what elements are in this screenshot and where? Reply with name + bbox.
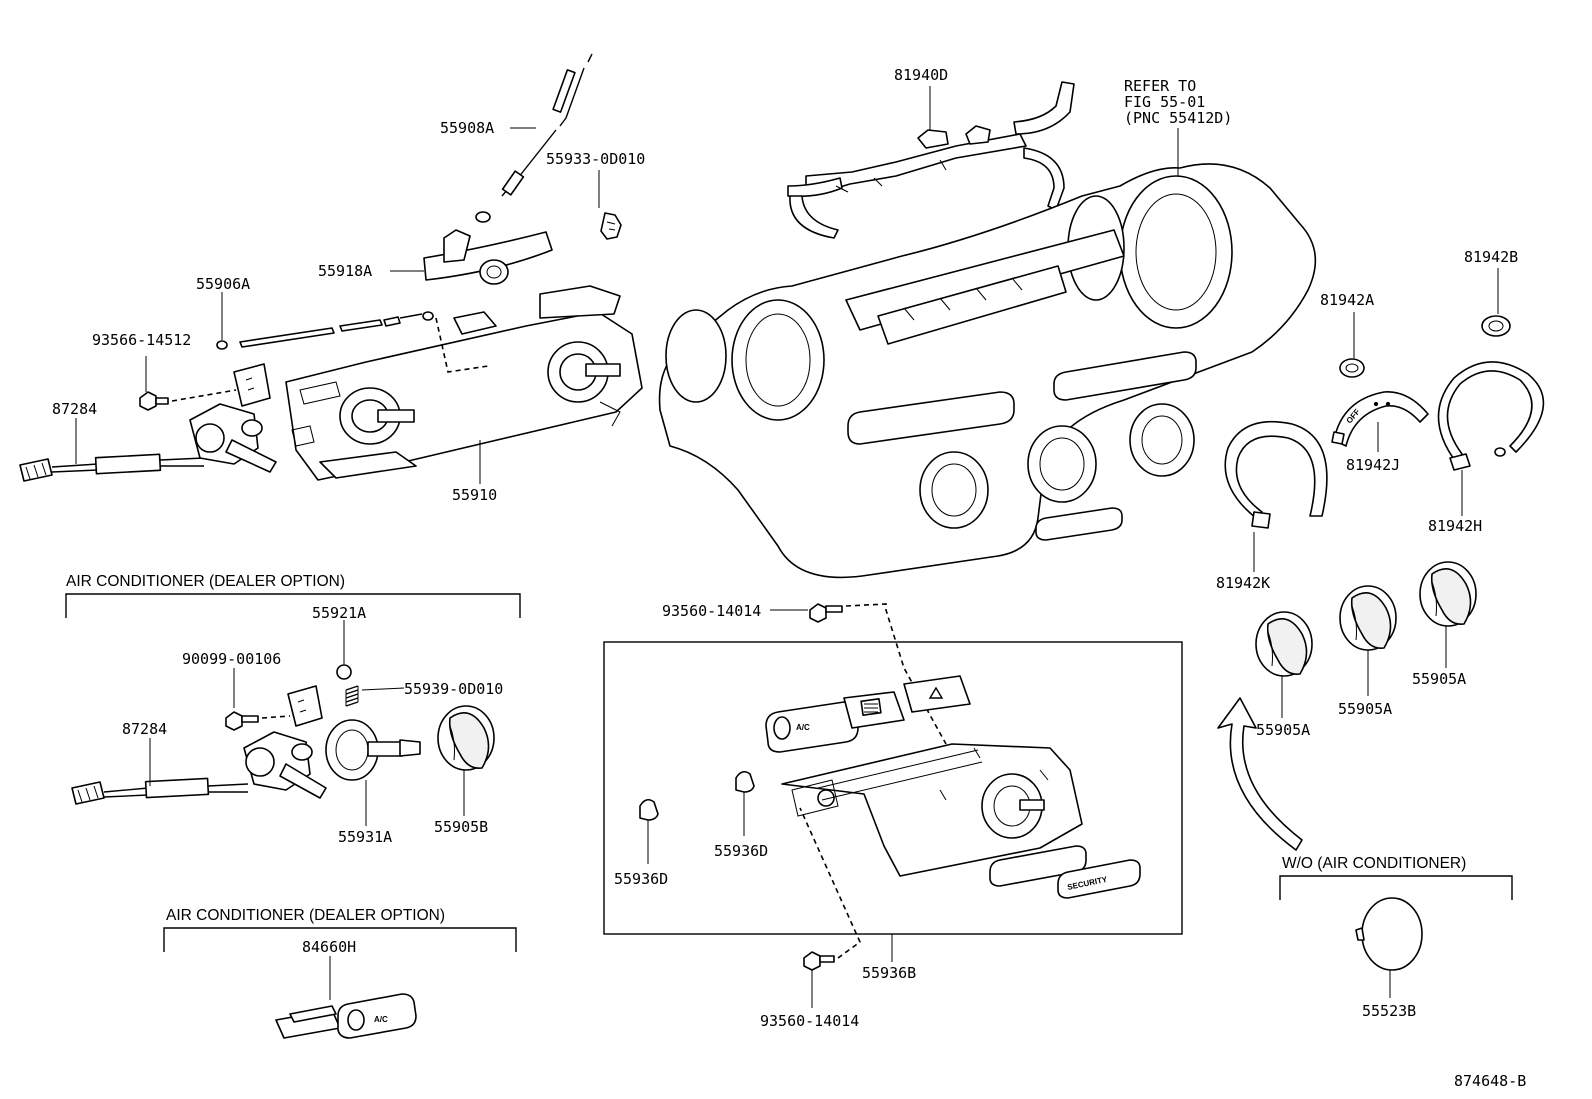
switch-55931a xyxy=(325,719,421,781)
note-ac-dealer-option-top: AIR CONDITIONER (DEALER OPTION) xyxy=(66,573,345,590)
ac-dealer-bracket-top xyxy=(65,593,521,618)
blower-switch-87284-top xyxy=(19,363,277,482)
bracket-81940d xyxy=(787,81,1075,239)
arrow-indicator xyxy=(1217,697,1303,851)
knob-55905b xyxy=(437,705,495,771)
label-87284-bottom: 87284 xyxy=(122,720,167,738)
spring-55939-0d010 xyxy=(345,685,359,707)
screw-93560-14014-top xyxy=(809,603,947,745)
label-55905a-1: 55905A xyxy=(1256,721,1310,739)
cable-55908a xyxy=(475,53,593,223)
refer-note-line-1: REFER TO xyxy=(1124,77,1196,95)
label-55910: 55910 xyxy=(452,486,497,504)
ac-dealer-bracket-bottom xyxy=(163,927,517,952)
screw-93560-14014-bottom xyxy=(799,807,861,971)
lever-knob-55918a xyxy=(423,229,553,285)
label-93560-14014-top: 93560-14014 xyxy=(662,602,761,620)
label-81942h: 81942H xyxy=(1428,517,1482,535)
cable-55906a xyxy=(216,311,434,350)
label-87284-top: 87284 xyxy=(52,400,97,418)
cap-55523b xyxy=(1355,897,1423,971)
label-55523b: 55523B xyxy=(1362,1002,1416,1020)
refer-note-line-3: (PNC 55412D) xyxy=(1124,109,1232,127)
knob-55905a-1 xyxy=(1255,611,1313,677)
switch-panel-55936b: A/C SECURITY xyxy=(765,675,1141,899)
label-81942a: 81942A xyxy=(1320,291,1374,309)
ring-81942k xyxy=(1224,420,1328,529)
ac-button-marking: A/C xyxy=(796,723,810,732)
knob-55905a-2 xyxy=(1339,585,1397,651)
ring-81942h xyxy=(1437,361,1545,471)
label-55906a: 55906A xyxy=(196,275,250,293)
label-81942j: 81942J xyxy=(1346,456,1400,474)
label-55933-0d010: 55933-0D010 xyxy=(546,150,645,168)
label-81940d: 81940D xyxy=(894,66,948,84)
note-ac-dealer-option-bottom: AIR CONDITIONER (DEALER OPTION) xyxy=(166,907,445,924)
label-93566-14512: 93566-14512 xyxy=(92,331,191,349)
dial-plate-81942j: OFF xyxy=(1331,391,1429,447)
label-81942b: 81942B xyxy=(1464,248,1518,266)
ac-marking: A/C xyxy=(374,1015,388,1024)
refer-note-line-2: FIG 55-01 xyxy=(1124,93,1205,111)
label-55936d-left: 55936D xyxy=(614,870,668,888)
label-81942k: 81942K xyxy=(1216,574,1270,592)
screw-93566-14512 xyxy=(139,389,237,411)
retainer-81942a xyxy=(1339,358,1365,378)
label-55905a-3: 55905A xyxy=(1412,670,1466,688)
assembly-box-55936b xyxy=(603,641,1183,935)
ac-switch-84660h: A/C xyxy=(275,993,417,1039)
clip-55933-0d010 xyxy=(600,212,622,240)
label-55921a: 55921A xyxy=(312,604,366,622)
wo-ac-bracket xyxy=(1279,875,1513,900)
label-55936d-right: 55936D xyxy=(714,842,768,860)
instrument-bezel xyxy=(658,163,1317,579)
label-90099-00106: 90099-00106 xyxy=(182,650,281,668)
label-55905b: 55905B xyxy=(434,818,488,836)
bulb-55936d-left xyxy=(639,798,659,821)
label-55918a: 55918A xyxy=(318,262,372,280)
label-55936b: 55936B xyxy=(862,964,916,982)
control-unit-55910 xyxy=(285,285,643,481)
bulb-55936d-right xyxy=(735,770,755,793)
figure-number: 874648-B xyxy=(1454,1072,1526,1090)
blower-switch-87284-bottom xyxy=(71,685,327,805)
label-55908a: 55908A xyxy=(440,119,494,137)
label-93560-14014-bottom: 93560-14014 xyxy=(760,1012,859,1030)
label-55905a-2: 55905A xyxy=(1338,700,1392,718)
label-84660h: 84660H xyxy=(302,938,356,956)
ball-55921a xyxy=(336,664,352,680)
label-55931a: 55931A xyxy=(338,828,392,846)
note-wo-ac: W/O (AIR CONDITIONER) xyxy=(1282,855,1466,872)
retainer-81942b xyxy=(1481,315,1511,337)
knob-55905a-3 xyxy=(1419,561,1477,627)
label-55939-0d010: 55939-0D010 xyxy=(404,680,503,698)
screw-90099-00106 xyxy=(225,711,291,731)
